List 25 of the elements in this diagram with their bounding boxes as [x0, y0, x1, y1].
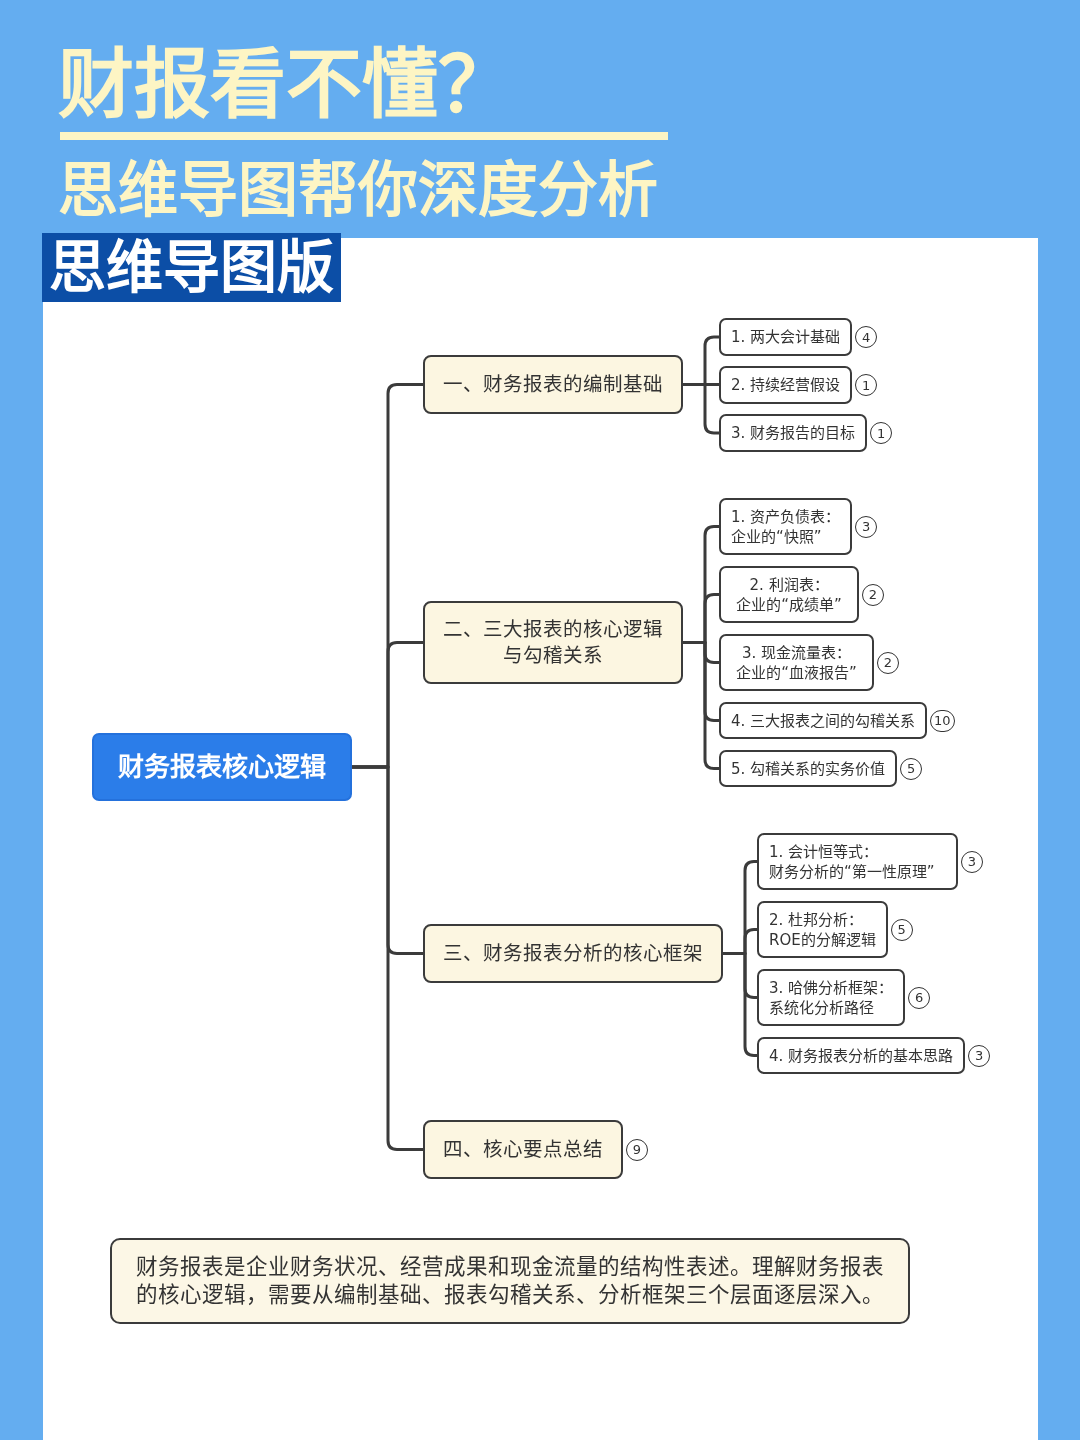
- connector-line: [683, 641, 719, 770]
- connector-line: [352, 765, 423, 1151]
- subtopic-box: 4. 三大报表之间的勾稽关系: [719, 702, 928, 739]
- subtopic-box: 4. 财务报表分析的基本思路: [757, 1037, 966, 1074]
- subtopic-box: 2. 利润表：企业的“成绩单”: [719, 566, 859, 623]
- topic-box: 一、财务报表的编制基础: [423, 355, 683, 414]
- connector-line: [683, 383, 719, 435]
- subtopic-box: 3. 哈佛分析框架：系统化分析路径: [757, 969, 906, 1026]
- topic-box: 三、财务报表分析的核心框架: [423, 924, 723, 983]
- subtopic-box: 3. 财务报告的目标: [719, 414, 868, 452]
- subtopic-box: 5. 勾稽关系的实务价值: [719, 750, 898, 787]
- subtopic-box: 1. 资产负债表：企业的“快照”: [719, 498, 853, 555]
- subtopic-box: 2. 杜邦分析：ROE的分解逻辑: [757, 901, 888, 958]
- subtopic-box: 1. 两大会计基础: [719, 318, 853, 356]
- subtopic-box: 2. 持续经营假设: [719, 366, 853, 404]
- connector-line: [723, 952, 757, 1057]
- page-title: 财报看不懂？: [58, 40, 514, 130]
- subtopic-box: 1. 会计恒等式：财务分析的“第一性原理”: [757, 833, 958, 890]
- subtitle: 思维导图帮你深度分析: [58, 154, 658, 226]
- version-tag: 思维导图版: [42, 233, 341, 302]
- topic-box: 二、三大报表的核心逻辑与勾稽关系: [423, 601, 683, 684]
- subtopic-box: 3. 现金流量表：企业的“血液报告”: [719, 634, 874, 691]
- topic-box: 四、核心要点总结: [423, 1120, 623, 1179]
- summary-box: 财务报表是企业财务状况、经营成果和现金流量的结构性表述。理解财务报表的核心逻辑，需要从编制基础、报表勾稽关系、分析框架三个层面逐层深入。: [110, 1238, 910, 1324]
- root-topic-box: 财务报表核心逻辑: [92, 733, 352, 801]
